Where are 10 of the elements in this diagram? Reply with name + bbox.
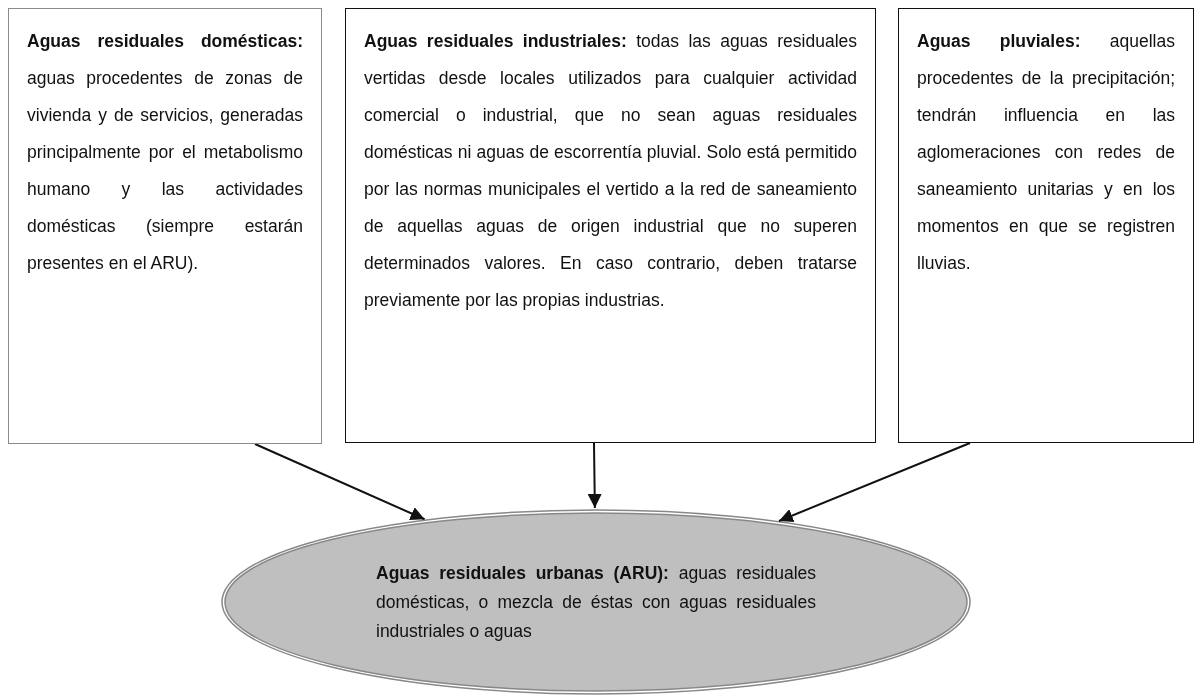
description-text: Aguas pluviales: aquellas procedentes de la precipitación; tendrán influencia en las aglomeraciones con redes de saneamiento unitarias y en los momentos en que se registren lluvias.: [917, 30, 1175, 275]
text-box: [345, 8, 876, 443]
arrow: [777, 442, 971, 523]
text-box: [8, 8, 322, 444]
arrow: [254, 443, 426, 521]
text-box: [898, 8, 1194, 443]
arrow: [587, 442, 602, 509]
description-text: Aguas residuales domésticas: aguas procedentes de zonas de vivienda y de servicios, generadas principalmente por el metabolismo humano y las actividades domésticas (siempre estarán presentes en el ARU).: [27, 30, 303, 275]
description-text: Aguas residuales industriales: todas las aguas residuales vertidas desde locales utilizados para cualquier actividad comercial o industrial, que no sean aguas residuales domésticas ni aguas de escorrentía pluvial. Solo está permitido por las normas municipales el vertido a la red de saneamiento de aquellas aguas de origen industrial que no superen determinados valores. En caso contrario, deben tratarse previamente por las propias industrias.: [364, 30, 857, 312]
description-text: Aguas residuales urbanas (ARU): aguas residuales domésticas, o mezcla de éstas con aguas residuales industriales o aguas: [376, 561, 816, 643]
